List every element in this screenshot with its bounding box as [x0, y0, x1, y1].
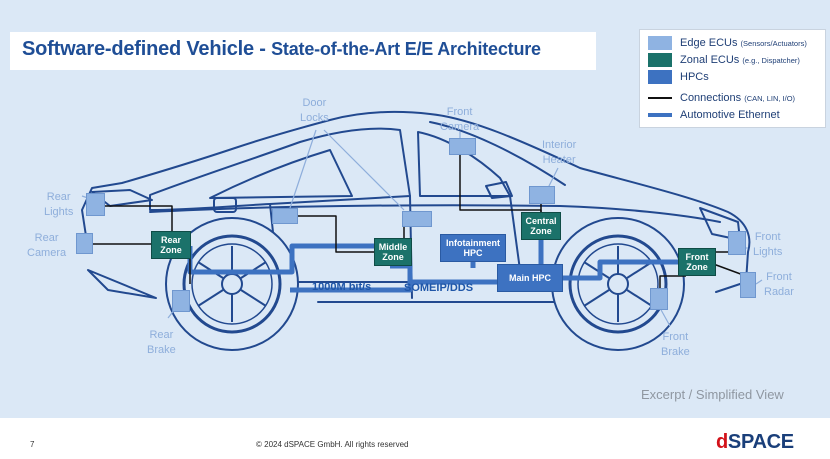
rear-wheel [165, 217, 299, 351]
legend-hpc: HPCs [648, 69, 709, 85]
title-main: Software-defined Vehicle - [22, 38, 272, 60]
edge-ecu-front-brake [650, 288, 668, 310]
title-box [10, 32, 596, 70]
mirror-shape [485, 181, 513, 199]
edge-ecu-rear-lights [86, 193, 105, 216]
legend-ethernet-label: Automotive Ethernet [680, 109, 780, 121]
label-front-radar: Front Radar [764, 271, 794, 298]
edge-ecu-front-camera [449, 138, 476, 155]
zone-rear: Rear Zone [151, 231, 191, 259]
edge-ecu-rear-brake [172, 290, 190, 312]
edge-ecu-front-radar [740, 272, 756, 298]
window-outline [149, 127, 411, 211]
edge-ecu-front-lights [728, 231, 746, 255]
label-front-lights: Front Lights [753, 231, 783, 258]
edge-ecu-door-lock-rear [272, 208, 298, 224]
legend-ethernet: Automotive Ethernet [648, 107, 780, 123]
windshield [429, 121, 566, 186]
ethernet-protocol-label: SOMEIP/DDS [404, 282, 474, 294]
hpc-main: Main HPC [497, 264, 563, 292]
front-wheel [551, 217, 685, 351]
legend-edge: Edge ECUs (Sensors/Actuators) [648, 35, 807, 51]
legend-connections-note: (CAN, LIN, I/O) [744, 94, 796, 103]
logo-accent: d [716, 431, 728, 453]
zone-middle: Middle Zone [374, 238, 412, 266]
edge-ecu-rear-camera [76, 233, 93, 254]
legend-ethernet-line [648, 113, 672, 117]
legend-zonal-swatch [648, 53, 672, 67]
label-rear-lights: Rear Lights [44, 191, 74, 218]
legend-hpc-label: HPCs [680, 71, 709, 83]
rear-door-window [209, 149, 353, 199]
legend-connections-line [648, 97, 672, 99]
legend-zonal-label: Zonal ECUs [680, 54, 740, 66]
belt-line [149, 204, 721, 223]
legend-connections-label: Connections [680, 92, 742, 104]
ethernet-speed-label: 1000M bit/s [312, 281, 372, 293]
excerpt-note: Excerpt / Simplified View [641, 387, 784, 402]
legend-zonal: Zonal ECUs (e.g., Dispatcher) [648, 52, 800, 68]
door-line-3 [509, 195, 521, 271]
legend-edge-note: (Sensors/Actuators) [740, 39, 807, 48]
title-sub: State-of-the-Art E/E Architecture [271, 39, 541, 59]
legend-hpc-swatch [648, 70, 672, 84]
edge-ecu-door-lock-front [402, 211, 432, 227]
copyright: © 2024 dSPACE GmbH. All rights reserved [256, 440, 409, 449]
label-interior-heater: Interior Heater [542, 139, 577, 166]
dspace-logo: dSPACE [716, 431, 794, 454]
legend-zonal-note: (e.g., Dispatcher) [742, 56, 800, 65]
label-rear-camera: Rear Camera [27, 232, 67, 259]
legend-edge-swatch [648, 36, 672, 50]
edge-ecu-interior-heater [529, 186, 555, 204]
fuel-cap [213, 197, 237, 213]
label-front-camera: Front Camera [440, 106, 480, 133]
legend: Edge ECUs (Sensors/Actuators) Zonal ECUs… [639, 29, 826, 128]
page-number: 7 [30, 440, 35, 449]
hpc-infotainment: Infotainment HPC [440, 234, 506, 262]
legend-edge-label: Edge ECUs [680, 37, 738, 49]
label-door-locks: Door Locks [300, 97, 329, 124]
front-window [417, 131, 511, 197]
zone-front: Front Zone [678, 248, 716, 276]
legend-connections: Connections (CAN, LIN, I/O) [648, 90, 795, 106]
label-front-brake: Front Brake [661, 331, 690, 358]
logo-rest: SPACE [727, 431, 794, 453]
page-title: Software-defined Vehicle - State-of-the-… [22, 38, 541, 61]
label-rear-brake: Rear Brake [147, 329, 176, 356]
zone-central: Central Zone [521, 212, 561, 240]
